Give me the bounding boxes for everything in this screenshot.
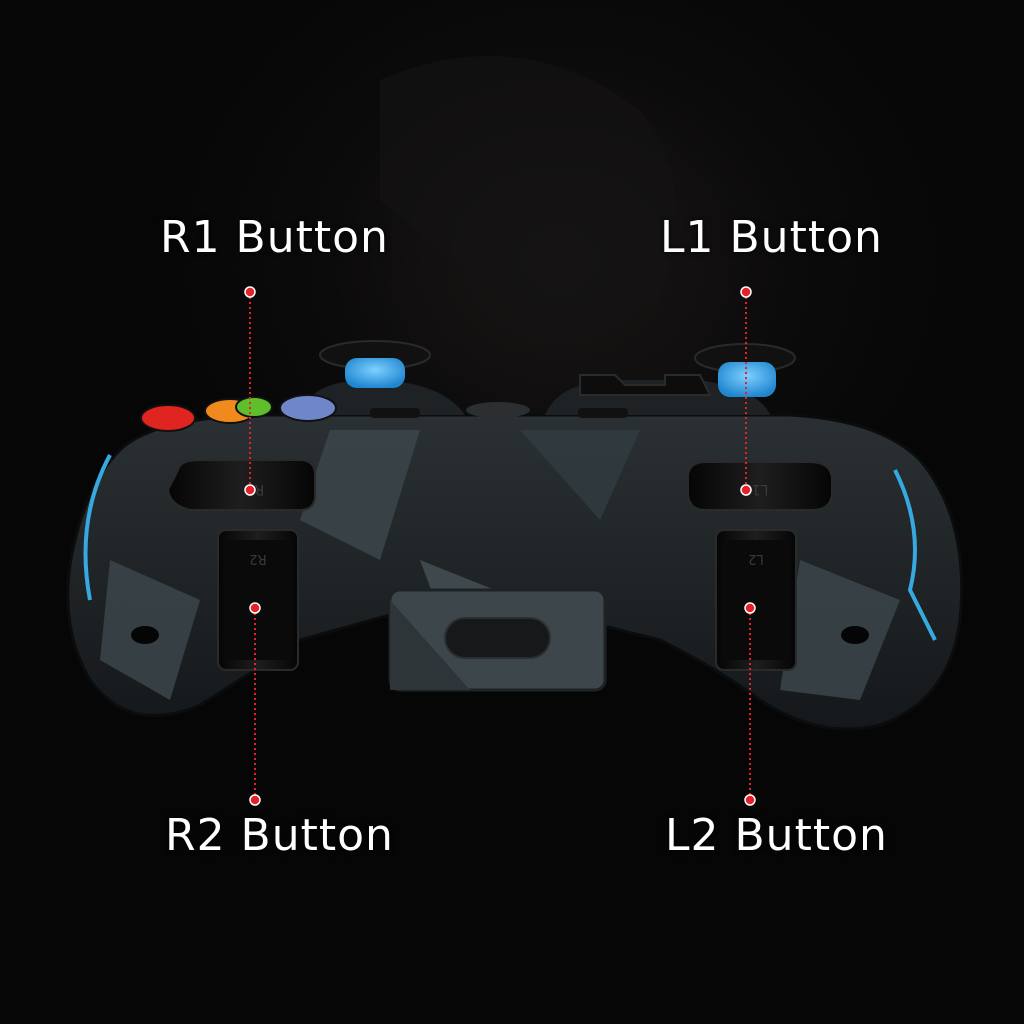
camo-patch: [520, 430, 640, 520]
r2-marking: R2: [249, 551, 266, 566]
l1-bumper: L1: [687, 461, 833, 511]
green-face-button: [235, 396, 273, 418]
dpad: [579, 374, 712, 396]
r2-trigger: R2: [217, 529, 299, 671]
right-accent-line: [893, 469, 937, 641]
back-small-button-left: [370, 408, 420, 418]
r1-button-label: R1 Button: [160, 212, 389, 263]
blue-face-button: [279, 394, 337, 422]
l2-marking: L2: [748, 551, 764, 566]
camo-patch: [780, 560, 900, 700]
battery-release-latch: [444, 617, 551, 659]
home-button: [466, 402, 530, 418]
left-thumbstick: [319, 340, 431, 388]
grip-hole: [131, 626, 159, 644]
l1-pointer: [740, 286, 752, 496]
back-small-button-right: [578, 408, 628, 418]
r1-bumper: R1: [166, 459, 316, 511]
left-shoulder-housing: [300, 380, 465, 415]
l2-pointer: [744, 602, 756, 806]
background-figure: [380, 56, 676, 340]
l2-button-label: L2 Button: [665, 810, 888, 861]
l1-marking: L1: [752, 481, 769, 497]
r1-pointer: [244, 286, 256, 496]
red-face-button: [140, 404, 196, 432]
l2-trigger: L2: [715, 529, 797, 671]
battery-pack: [388, 588, 607, 692]
r2-button-label: R2 Button: [165, 810, 394, 861]
r2-pointer: [249, 602, 261, 806]
left-accent-line: [83, 454, 112, 601]
camo-patch: [300, 430, 420, 560]
grip-hole: [841, 626, 869, 644]
l1-button-label: L1 Button: [660, 212, 883, 263]
